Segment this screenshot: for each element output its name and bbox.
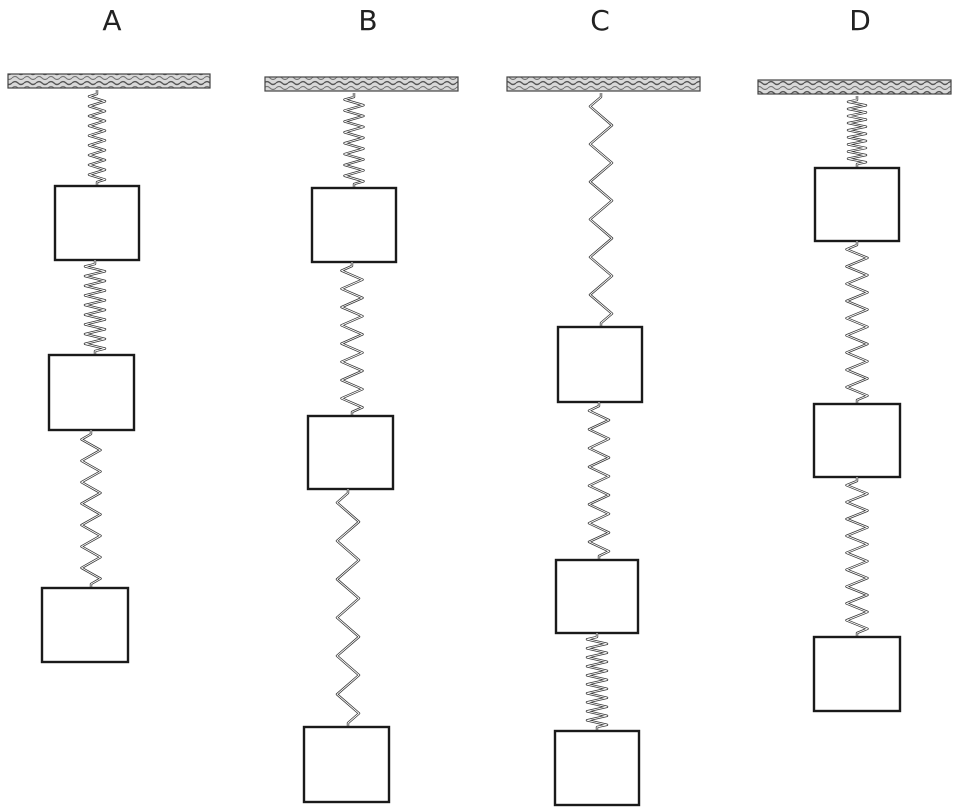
spring-coil-highlight [589,93,613,327]
spring-b-1 [343,93,365,188]
spring-coil-highlight [84,260,106,355]
ceiling-c [506,76,701,92]
spring-coil-highlight [586,633,608,731]
mass-c-3 [553,729,641,807]
mass-a-2 [47,353,136,432]
spring-b-2 [340,262,364,416]
mass-c-1 [556,325,644,404]
panel-label-b: B [358,4,377,37]
spring-coil-highlight [846,241,868,404]
spring-a-1 [87,90,107,186]
panel-label-c: C [590,4,610,37]
spring-coil-highlight [88,90,106,186]
spring-a-3 [80,430,102,588]
mass-d-3 [812,635,902,713]
spring-coil-highlight [344,93,364,188]
panel-c: C [506,4,701,807]
spring-c-3 [585,633,609,731]
spring-d-1 [846,96,868,168]
spring-d-3 [845,477,869,637]
panel-a: A [7,4,211,664]
ceiling-d [757,79,952,95]
spring-d-2 [845,241,869,404]
spring-coil-highlight [847,96,867,168]
panel-label-d: D [849,4,871,37]
mass-b-1 [310,186,398,264]
spring-coil-highlight [846,477,868,637]
mass-d-1 [813,166,901,243]
panel-d: D [757,4,952,713]
mass-d-2 [812,402,902,479]
ceiling-b [264,76,459,92]
spring-b-3 [335,489,361,727]
spring-coil-highlight [336,489,360,727]
spring-coil-highlight [588,402,610,560]
mass-b-3 [302,725,391,804]
mass-b-2 [306,414,395,491]
spring-a-2 [83,260,107,355]
panel-label-a: A [102,4,121,37]
panel-b: B [264,4,459,804]
mass-a-3 [40,586,130,664]
spring-coil-highlight [81,430,101,588]
spring-coil-highlight [341,262,363,416]
ceiling-a [7,73,211,89]
mass-c-2 [554,558,640,635]
mass-a-1 [53,184,141,262]
spring-c-1 [588,93,614,327]
spring-c-2 [587,402,611,560]
